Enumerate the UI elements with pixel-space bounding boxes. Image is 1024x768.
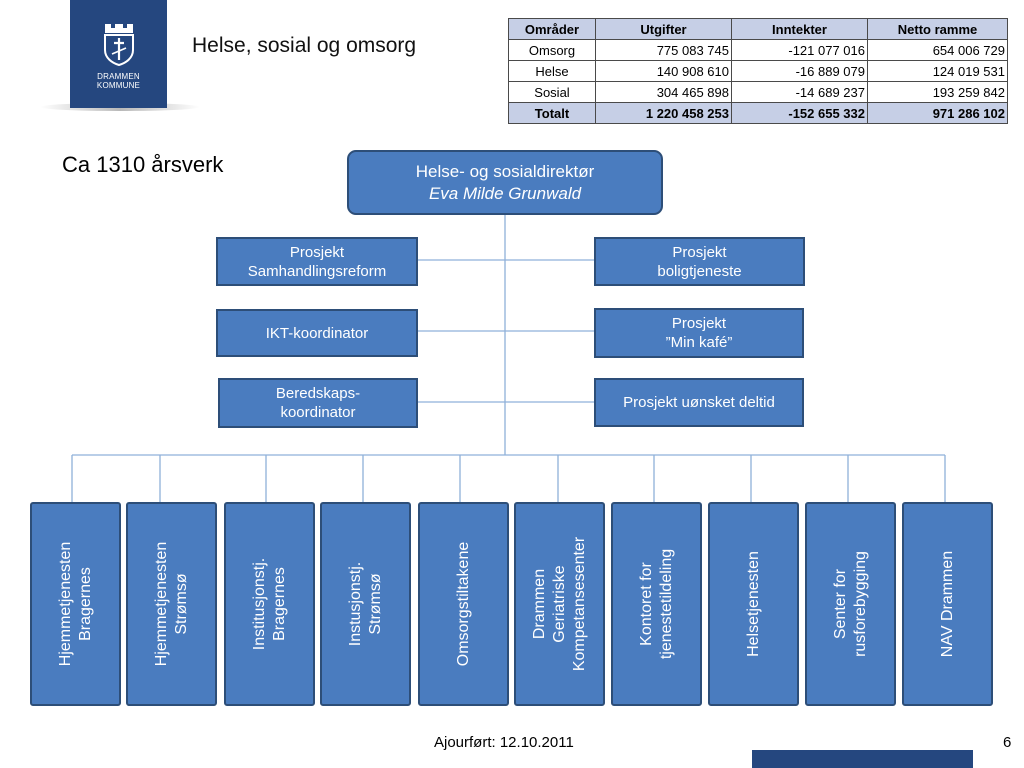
unit-label: Hjemmetjenesten Strømsø bbox=[152, 506, 192, 702]
unit-label-line: Hjemmetjenesten bbox=[152, 541, 170, 667]
staff-unit-label: Prosjekt bbox=[671, 315, 727, 332]
staff-unit-label: Beredskaps- bbox=[275, 385, 361, 402]
staff-unit-box: Prosjekt uønsket deltid bbox=[594, 378, 804, 427]
unit-label: Kontoret for tjenestetildeling bbox=[637, 506, 677, 702]
column-header: Utgifter bbox=[595, 18, 732, 40]
unit-label: Institusjonstj. Bragernes bbox=[250, 506, 290, 702]
table-cell: Omsorg bbox=[508, 39, 596, 61]
drammen-kommune-logo: DRAMMEN KOMMUNE bbox=[70, 0, 167, 108]
unit-label-line: tjenestetildeling bbox=[657, 548, 675, 660]
table-cell: 775 083 745 bbox=[595, 39, 732, 61]
table-cell: 971 286 102 bbox=[867, 102, 1008, 124]
slide-title: Helse, sosial og omsorg bbox=[192, 34, 417, 57]
footer-bar bbox=[752, 750, 973, 768]
table-cell: -16 889 079 bbox=[731, 60, 868, 82]
table-row: Sosial 304 465 898 -14 689 237 193 259 8… bbox=[508, 81, 1008, 103]
table-header-row: Områder Utgifter Inntekter Netto ramme bbox=[508, 18, 1008, 40]
unit-label-line: Drammen bbox=[530, 568, 548, 640]
director-title: Helse- og sosialdirektør bbox=[415, 161, 595, 181]
unit-label: Instusjonstj. Strømsø bbox=[346, 506, 386, 702]
unit-box: Omsorgstiltakene bbox=[418, 502, 509, 706]
staff-unit-label: IKT-koordinator bbox=[265, 324, 369, 342]
staff-unit-box: Prosjekt boligtjeneste bbox=[594, 237, 805, 286]
unit-label-line: Omsorgstiltakene bbox=[454, 541, 472, 667]
staff-unit-label: Samhandlingsreform bbox=[247, 262, 387, 280]
table-cell: Totalt bbox=[508, 102, 596, 124]
unit-label-line: NAV Drammen bbox=[938, 550, 956, 658]
staff-unit-label: koordinator bbox=[280, 404, 356, 421]
staff-unit-box: Beredskaps- koordinator bbox=[218, 378, 418, 428]
table-cell: -152 655 332 bbox=[731, 102, 868, 124]
unit-label-line: Strømsø bbox=[366, 573, 384, 635]
table-total-row: Totalt 1 220 458 253 -152 655 332 971 28… bbox=[508, 102, 1008, 124]
city-crest-icon bbox=[104, 24, 134, 66]
unit-box: Hjemmetjenesten Strømsø bbox=[126, 502, 217, 706]
unit-label: Hjemmetjenesten Bragernes bbox=[56, 506, 96, 702]
unit-label: NAV Drammen bbox=[938, 506, 958, 702]
unit-box: Institusjonstj. Bragernes bbox=[224, 502, 315, 706]
unit-label-line: Strømsø bbox=[172, 573, 190, 635]
staff-unit-label: Prosjekt bbox=[289, 243, 345, 261]
staff-unit-box: Prosjekt ”Min kafé” bbox=[594, 308, 804, 358]
unit-label: Senter for rusforebygging bbox=[831, 506, 871, 702]
unit-label-line: rusforebygging bbox=[851, 551, 869, 657]
unit-label-line: Geriatriske bbox=[550, 565, 568, 643]
unit-label-line: Bragernes bbox=[270, 567, 288, 641]
logo-text-line2: KOMMUNE bbox=[96, 81, 141, 90]
staff-unit-label: Prosjekt bbox=[672, 243, 727, 261]
unit-label-line: Hjemmetjenesten bbox=[56, 541, 74, 667]
unit-label: Drammen Geriatriske Kompetansesenter bbox=[530, 506, 590, 702]
unit-label-line: Kontoret for bbox=[637, 562, 655, 646]
unit-label-line: Instusjonstj. bbox=[346, 561, 364, 647]
unit-label-line: Kompetansesenter bbox=[570, 536, 588, 672]
table-cell: 1 220 458 253 bbox=[595, 102, 732, 124]
staff-count-note: Ca 1310 årsverk bbox=[62, 152, 224, 177]
unit-box: Drammen Geriatriske Kompetansesenter bbox=[514, 502, 605, 706]
budget-table: Områder Utgifter Inntekter Netto ramme O… bbox=[508, 18, 1008, 124]
unit-box: Senter for rusforebygging bbox=[805, 502, 896, 706]
unit-label-line: Bragernes bbox=[76, 567, 94, 641]
column-header: Netto ramme bbox=[867, 18, 1008, 40]
page-number: 6 bbox=[1003, 734, 1012, 751]
unit-label-line: Helsetjenesten bbox=[744, 551, 762, 657]
staff-unit-label: boligtjeneste bbox=[657, 262, 742, 280]
unit-box: Hjemmetjenesten Bragernes bbox=[30, 502, 121, 706]
unit-box: Kontoret for tjenestetildeling bbox=[611, 502, 702, 706]
staff-unit-box: IKT-koordinator bbox=[216, 309, 418, 357]
updated-date: Ajourført: 12.10.2011 bbox=[434, 734, 574, 751]
table-row: Omsorg 775 083 745 -121 077 016 654 006 … bbox=[508, 39, 1008, 61]
unit-label-line: Institusjonstj. bbox=[250, 557, 268, 651]
unit-box: Instusjonstj. Strømsø bbox=[320, 502, 411, 706]
table-cell: 193 259 842 bbox=[867, 81, 1008, 103]
column-header: Områder bbox=[508, 18, 596, 40]
director-box: Helse- og sosialdirektør Eva Milde Grunw… bbox=[347, 150, 663, 215]
staff-unit-label: ”Min kafé” bbox=[665, 334, 733, 351]
staff-unit-label: Prosjekt uønsket deltid bbox=[623, 394, 775, 411]
unit-label: Omsorgstiltakene bbox=[454, 506, 474, 702]
table-row: Helse 140 908 610 -16 889 079 124 019 53… bbox=[508, 60, 1008, 82]
director-name: Eva Milde Grunwald bbox=[428, 183, 582, 203]
unit-box: Helsetjenesten bbox=[708, 502, 799, 706]
logo-text-line1: DRAMMEN bbox=[97, 72, 140, 81]
staff-unit-box: Prosjekt Samhandlingsreform bbox=[216, 237, 418, 286]
unit-label: Helsetjenesten bbox=[744, 506, 764, 702]
unit-label-line: Senter for bbox=[831, 568, 849, 640]
unit-box: NAV Drammen bbox=[902, 502, 993, 706]
